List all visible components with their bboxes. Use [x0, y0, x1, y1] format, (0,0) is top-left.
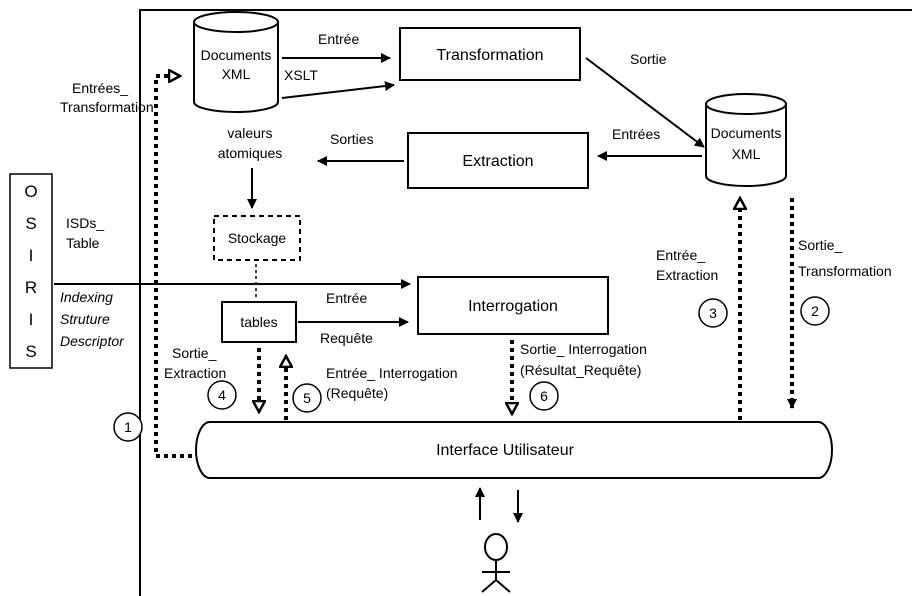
- step-6: 6: [529, 381, 559, 411]
- transformation-box: [399, 27, 581, 81]
- extraction-label: Extraction: [462, 153, 533, 170]
- osiris-label: Indexing: [60, 289, 113, 305]
- label-isds-table: Table: [66, 235, 100, 251]
- arrow-sortie: [585, 57, 705, 148]
- valeurs-atomiques-label: valeurs: [227, 125, 272, 141]
- interrogation-label: Interrogation: [468, 298, 558, 315]
- svg-text:6: 6: [540, 388, 548, 404]
- interface-utilisateur-box: [195, 421, 833, 479]
- label-sortie-extraction: Sortie_: [172, 345, 217, 361]
- step-4: 4: [207, 380, 237, 410]
- label-entree-extraction: Entrée_: [656, 247, 705, 263]
- osiris-letter: I: [29, 310, 34, 329]
- label-xslt: XSLT: [284, 67, 318, 83]
- label-entrees-transformation: Entrées_: [72, 80, 128, 96]
- valeurs-atomiques-label: atomiques: [218, 145, 283, 161]
- arrow-entrees-transformation: [154, 76, 192, 458]
- interrogation-box: [417, 276, 609, 335]
- user-figure-icon: [481, 533, 511, 593]
- osiris-label: Descriptor: [60, 333, 125, 349]
- tables-box: [221, 301, 297, 343]
- stockage-label: Stockage: [228, 230, 287, 246]
- label-sortie-transformation: Transformation: [798, 263, 892, 279]
- stockage-box: [213, 215, 301, 261]
- documents-xml-right-label: XML: [732, 146, 761, 162]
- osiris-letter: I: [29, 246, 34, 265]
- label-entrees-transformation: Transformation: [60, 99, 154, 115]
- step-1: 1: [113, 412, 143, 442]
- system-frame: [139, 9, 912, 596]
- label-isds-table: ISDs_: [66, 215, 104, 231]
- osiris-letter: R: [25, 278, 37, 297]
- osiris-letter: S: [25, 342, 36, 361]
- svg-text:5: 5: [303, 390, 311, 406]
- documents-xml-right: Documents XML: [705, 93, 787, 187]
- label-entree-mid: Entrée: [326, 290, 367, 306]
- step-5: 5: [292, 383, 322, 413]
- label-sortie-extraction: Extraction: [164, 365, 226, 381]
- label-entrees: Entrées: [612, 126, 660, 142]
- osiris-letter: S: [25, 214, 36, 233]
- tables-label: tables: [240, 314, 277, 330]
- label-requete: Requête: [320, 330, 373, 346]
- label-entree-extraction: Extraction: [656, 267, 718, 283]
- label-sortie-transformation: Sortie_: [798, 237, 843, 253]
- documents-xml-top: Documents XML: [193, 11, 279, 113]
- extraction-box: [407, 132, 589, 189]
- svg-text:1: 1: [124, 419, 132, 435]
- svg-text:2: 2: [811, 303, 819, 319]
- documents-xml-right-label: Documents: [711, 125, 782, 141]
- svg-text:4: 4: [218, 387, 226, 403]
- label-sortie-interrogation: Sortie_ Interrogation: [520, 341, 647, 357]
- label-entree-interrogation: Entrée_ Interrogation: [326, 365, 458, 381]
- transformation-label: Transformation: [437, 47, 544, 64]
- osiris-box: [9, 173, 53, 369]
- documents-xml-top-label: Documents: [201, 47, 272, 63]
- osiris-label: Struture: [60, 311, 110, 327]
- label-entree-top: Entrée: [318, 31, 359, 47]
- svg-text:3: 3: [709, 305, 717, 321]
- arrow-xslt: [281, 81, 395, 99]
- label-sortie-interrogation: (Résultat_Requête): [520, 362, 641, 378]
- label-sortie-top: Sortie: [630, 51, 667, 67]
- osiris-letter: O: [24, 182, 37, 201]
- step-3: 3: [698, 298, 728, 328]
- documents-xml-top-label: XML: [222, 66, 251, 82]
- interface-utilisateur-label: Interface Utilisateur: [436, 442, 575, 459]
- label-entree-interrogation: (Requête): [326, 385, 388, 401]
- label-sorties: Sorties: [330, 131, 374, 147]
- step-2: 2: [800, 296, 830, 326]
